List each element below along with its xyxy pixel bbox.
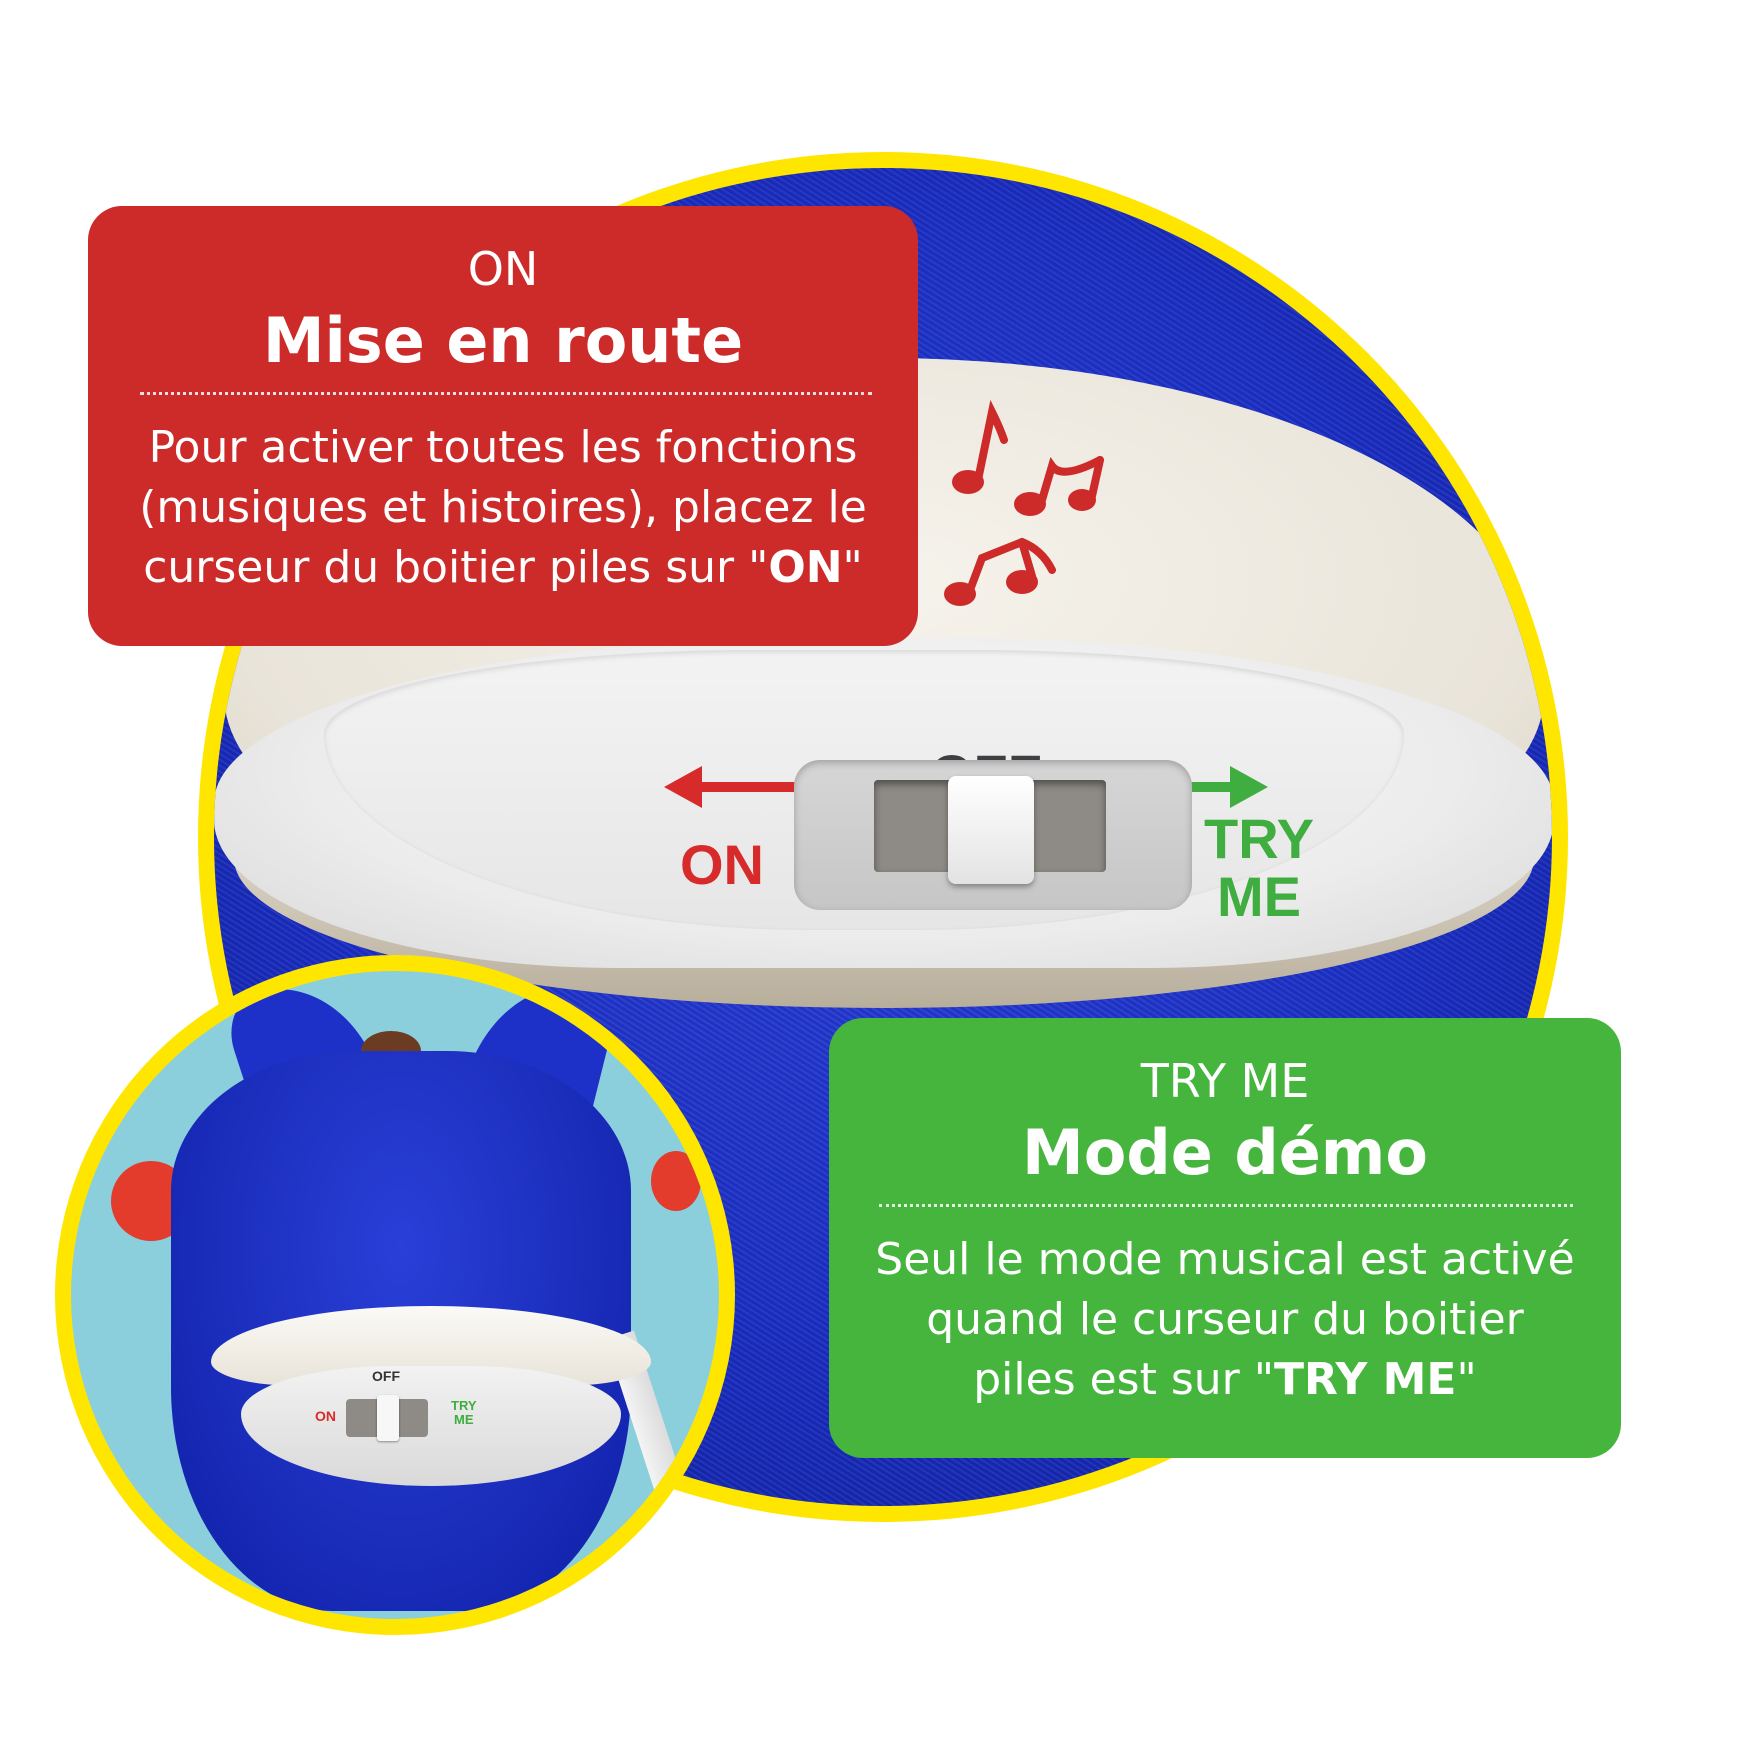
switch-track bbox=[874, 776, 1106, 884]
callout-on-line2: (musiques et histoires), placez le bbox=[139, 482, 867, 533]
callout-try-line3: piles est sur "TRY ME" bbox=[853, 1350, 1597, 1410]
callout-on-line3: curseur du boitier piles sur "ON" bbox=[112, 538, 894, 598]
callout-try-line3-bold: TRY ME bbox=[1273, 1354, 1457, 1405]
battery-housing: OFF ON TRY ME bbox=[214, 638, 1552, 968]
callout-on-line1: Pour activer toutes les fonctions bbox=[148, 422, 858, 473]
thumb-try-line1: TRY bbox=[451, 1398, 477, 1413]
thumbnail-photo: OFF ON TRY ME bbox=[71, 971, 719, 1619]
housing-plate: OFF ON TRY ME bbox=[324, 650, 1404, 930]
toy-switch-knob bbox=[377, 1395, 399, 1441]
thumb-off-label: OFF bbox=[372, 1368, 400, 1384]
callout-try-divider bbox=[879, 1204, 1573, 1207]
callout-on-line3-bold: ON bbox=[768, 542, 843, 593]
music-notes-icon bbox=[944, 400, 1104, 606]
callout-on-kicker: ON bbox=[467, 242, 539, 296]
switch-try-me-label: TRY ME bbox=[1204, 810, 1314, 926]
callout-try-line2: quand le curseur du boitier bbox=[926, 1294, 1524, 1345]
callout-on: ON Mise en route Pour activer toutes les… bbox=[88, 206, 918, 646]
callout-on-title: Mise en route bbox=[262, 304, 744, 377]
callout-try-title: Mode démo bbox=[1022, 1116, 1428, 1189]
callout-try-body: Seul le mode musical est activé quand le… bbox=[853, 1230, 1597, 1410]
callout-on-body: Pour activer toutes les fonctions (musiq… bbox=[112, 418, 894, 598]
callout-try-line3-suffix: " bbox=[1456, 1354, 1477, 1405]
thumb-on-label: ON bbox=[315, 1408, 336, 1424]
toy-battery-housing bbox=[241, 1366, 621, 1486]
callout-try-line1: Seul le mode musical est activé bbox=[875, 1234, 1575, 1285]
switch-try-line2: ME bbox=[1216, 865, 1301, 928]
switch-try-line1: TRY bbox=[1204, 807, 1314, 870]
callout-on-line3-suffix: " bbox=[842, 542, 863, 593]
switch-frame bbox=[794, 760, 1192, 910]
thumb-try-me-label: TRY ME bbox=[451, 1399, 477, 1427]
switch-knob bbox=[948, 776, 1034, 884]
toy-arm-right bbox=[651, 1151, 701, 1211]
callout-try-me: TRY ME Mode démo Seul le mode musical es… bbox=[829, 1018, 1621, 1458]
thumb-try-line2: ME bbox=[454, 1412, 474, 1427]
callout-try-line3-prefix: piles est sur " bbox=[973, 1354, 1274, 1405]
thumbnail-circle: OFF ON TRY ME bbox=[55, 955, 735, 1635]
switch-on-label: ON bbox=[680, 833, 764, 896]
callout-on-line3-prefix: curseur du boitier piles sur " bbox=[143, 542, 769, 593]
closeup-circle: OFF ON TRY ME bbox=[198, 152, 1568, 1522]
callout-try-kicker: TRY ME bbox=[1140, 1054, 1310, 1108]
callout-on-divider bbox=[140, 392, 872, 395]
